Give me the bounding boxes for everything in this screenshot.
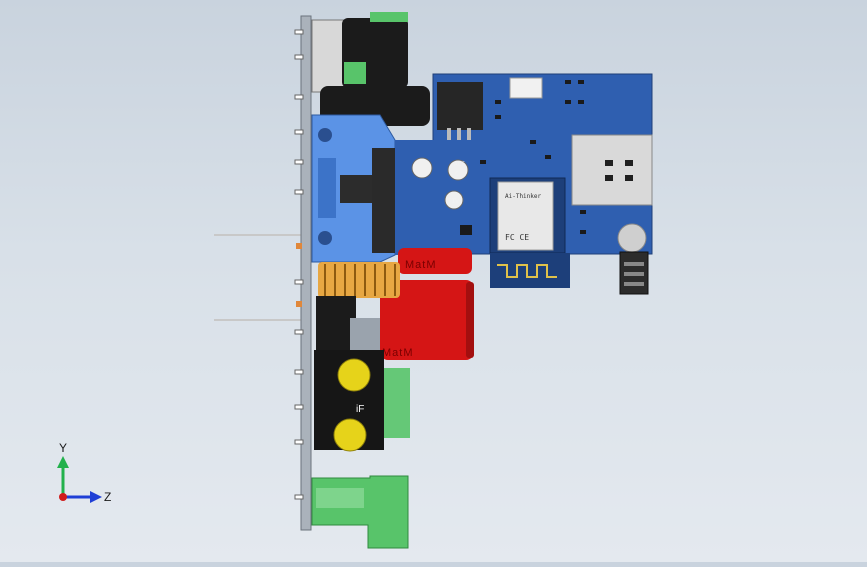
trimmer-b-label: C bbox=[455, 171, 459, 178]
z-axis-label: Z bbox=[104, 490, 111, 504]
trimmer-pot-a[interactable] bbox=[411, 157, 433, 179]
inductor-coil[interactable] bbox=[318, 262, 400, 298]
dc-jack-top[interactable] bbox=[311, 12, 408, 93]
trimmer-c-label: TIV bbox=[448, 198, 459, 205]
trimmer-a-label: ALE bbox=[454, 161, 465, 168]
module-brand-text: Ai-Thinker bbox=[505, 193, 542, 200]
axis-triad[interactable]: Y Z bbox=[57, 441, 111, 504]
trimmer-pot-c[interactable] bbox=[444, 190, 464, 210]
x-axis-dot bbox=[59, 493, 67, 501]
led-marking: iF bbox=[356, 404, 364, 415]
header-pins bbox=[214, 234, 302, 321]
led-bottom[interactable]: iF bbox=[333, 404, 367, 452]
jst-connector bbox=[509, 77, 543, 99]
cap-large-marking: MatM bbox=[382, 347, 414, 359]
front-panel[interactable] bbox=[294, 15, 312, 531]
led-top[interactable] bbox=[337, 358, 371, 392]
module-antenna bbox=[490, 253, 570, 288]
esp-module[interactable]: Ai-Thinker FC CE bbox=[489, 177, 570, 288]
antenna-connector[interactable] bbox=[619, 251, 649, 295]
electrolytic-cap-large[interactable]: MatM bbox=[380, 280, 474, 360]
smd-components bbox=[460, 80, 586, 235]
y-axis-label: Y bbox=[59, 441, 67, 455]
green-terminal-block[interactable] bbox=[311, 475, 409, 549]
tactile-button[interactable] bbox=[617, 223, 647, 253]
panel-screws bbox=[294, 29, 304, 500]
module-fcc-text: FC CE bbox=[505, 233, 529, 242]
voltage-regulator bbox=[437, 82, 483, 130]
sd-card-slot[interactable] bbox=[571, 134, 653, 206]
cap-small-marking: MatM bbox=[405, 259, 437, 271]
electrolytic-cap-small[interactable]: MatM bbox=[398, 248, 472, 274]
trimmer-pot-b[interactable] bbox=[447, 159, 469, 181]
